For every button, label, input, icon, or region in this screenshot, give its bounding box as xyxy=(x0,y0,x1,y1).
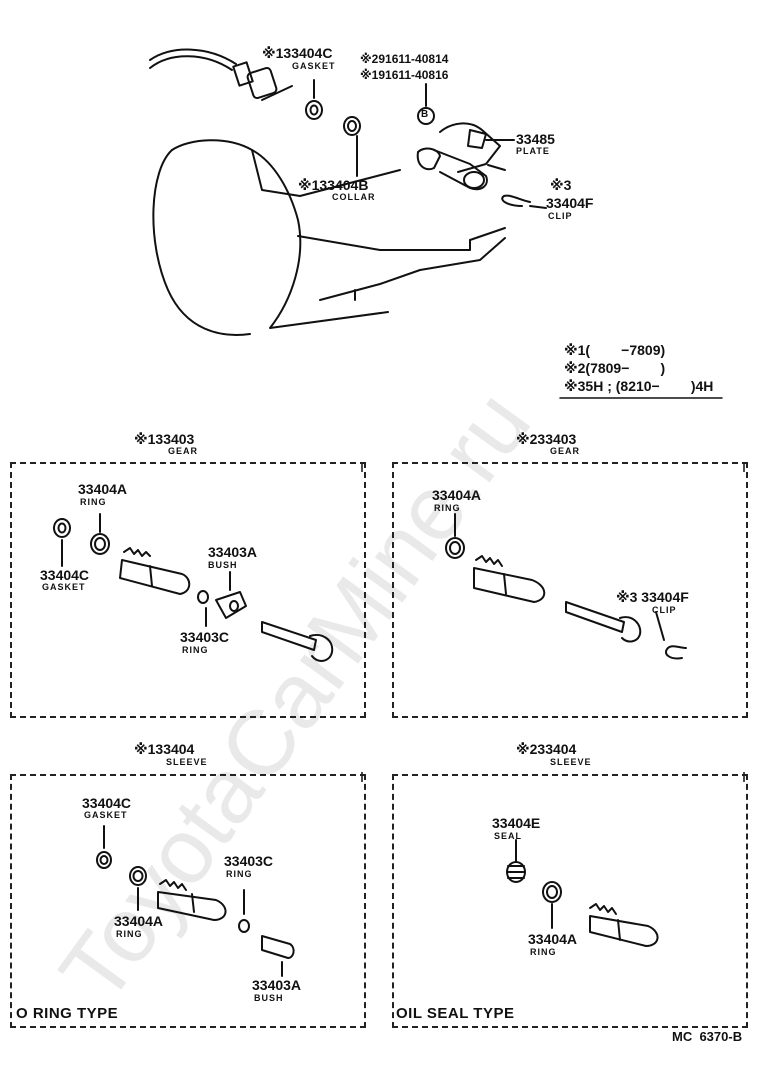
legend-row-1: ※1( −7809) xyxy=(564,342,666,358)
gear2-ring-a-label: 33404A xyxy=(432,487,482,503)
sleeve2-header-label: ※233404 xyxy=(516,741,577,757)
gear2-header-name: GEAR xyxy=(550,446,581,456)
gear1-ring-a-name: RING xyxy=(80,497,107,507)
gear1-bush-name: BUSH xyxy=(208,560,238,570)
sleeve2-parts xyxy=(506,839,659,947)
gear1-bush-label: 33403A xyxy=(208,544,258,560)
sleeve1-ring-a-name: RING xyxy=(116,929,143,939)
sleeve1-ring-c-name: RING xyxy=(226,869,253,879)
o-ring-type-label: O RING TYPE xyxy=(16,1005,119,1022)
gear1-ring-a-label: 33404A xyxy=(78,481,128,497)
collar-top xyxy=(343,116,361,177)
gear1-parts xyxy=(53,513,334,662)
clip-top-label: 33404F xyxy=(546,195,594,211)
sleeve2-ring-a-label: 33404A xyxy=(528,931,578,947)
gasket-top-label: ※133404C xyxy=(262,45,333,61)
gear2-clip-label: ※3 33404F xyxy=(616,589,689,605)
gear1-gasket-name: GASKET xyxy=(42,582,86,592)
gear1-ring-c-name: RING xyxy=(182,645,209,655)
ref-number-1: ※291611-40814 xyxy=(360,52,449,66)
gear2-clip-name: CLIP xyxy=(652,605,677,615)
legend-row-3: ※35H ; (8210− )4H xyxy=(564,378,714,394)
plate-name: PLATE xyxy=(516,146,550,156)
oil-seal-type-label: OIL SEAL TYPE xyxy=(396,1005,515,1022)
clip-top-mark: ※3 xyxy=(550,177,572,193)
sleeve2-seal-label: 33404E xyxy=(492,815,541,831)
sleeve1-gasket-name: GASKET xyxy=(84,810,128,820)
sleeve2-header-name: SLEEVE xyxy=(550,757,592,767)
collar-top-label: ※133404B xyxy=(298,177,369,193)
sleeve-assembly-top xyxy=(416,122,501,191)
sleeve2-ring-a-name: RING xyxy=(530,947,557,957)
figure-code: MC 6370-B xyxy=(672,1029,743,1044)
gear2-header-label: ※233403 xyxy=(516,431,577,447)
gear2-parts xyxy=(445,513,687,660)
gasket-top-name: GASKET xyxy=(292,61,336,71)
gear1-gasket-label: 33404C xyxy=(40,567,90,583)
sleeve1-header-label: ※133404 xyxy=(134,741,195,757)
transmission-housing xyxy=(152,139,506,336)
panel-sleeve2-frame xyxy=(392,774,748,1028)
sleeve2-seal-name: SEAL xyxy=(494,831,523,841)
speedometer-cable xyxy=(149,48,278,100)
ref-number-2: ※191611-40816 xyxy=(360,68,449,82)
sleeve1-header-name: SLEEVE xyxy=(166,757,208,767)
gear1-ring-c-label: 33403C xyxy=(180,629,230,645)
sleeve1-gasket-label: 33404C xyxy=(82,795,132,811)
circle-b-marker: B xyxy=(421,109,429,120)
clip-top xyxy=(501,194,531,207)
gear1-header-name: GEAR xyxy=(168,446,199,456)
gear2-ring-a-name: RING xyxy=(434,503,461,513)
panel-sleeve1-frame xyxy=(10,774,366,1028)
gear1-header-label: ※133403 xyxy=(134,431,195,447)
gasket-top xyxy=(305,100,323,120)
plate-label: 33485 xyxy=(516,131,555,147)
sleeve1-ring-c-label: 33403C xyxy=(224,853,274,869)
legend-row-2: ※2(7809− ) xyxy=(564,360,666,376)
sleeve1-bush-label: 33403A xyxy=(252,977,302,993)
collar-top-name: COLLAR xyxy=(332,192,376,202)
panel-gear1-frame xyxy=(10,462,366,718)
sleeve1-parts xyxy=(96,825,295,977)
sleeve1-ring-a-label: 33404A xyxy=(114,913,164,929)
panel-gear2-frame xyxy=(392,462,748,718)
sleeve1-bush-name: BUSH xyxy=(254,993,284,1003)
clip-top-name: CLIP xyxy=(548,211,573,221)
